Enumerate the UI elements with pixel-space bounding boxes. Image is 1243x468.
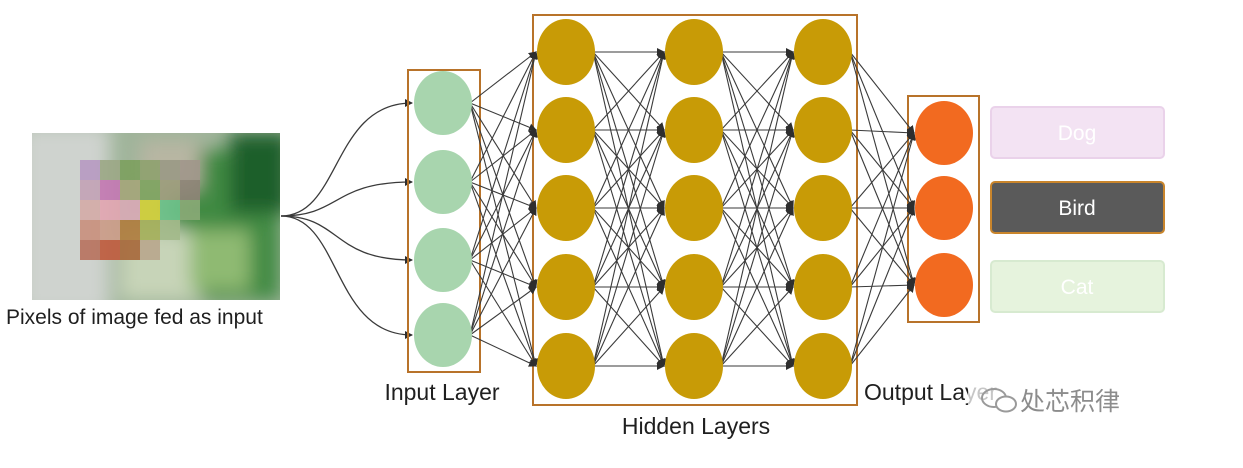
connection-edge <box>469 259 537 367</box>
class-box-bird <box>990 181 1165 234</box>
connection-edge <box>849 207 915 286</box>
connection-edge <box>592 51 665 209</box>
connection-edge <box>592 51 665 131</box>
input-arrow <box>280 215 413 339</box>
class-box-cat <box>990 260 1165 313</box>
connection-edge <box>592 207 665 367</box>
input-node <box>414 228 472 292</box>
input-node <box>414 71 472 135</box>
connection-edge <box>849 132 916 288</box>
connection-edge <box>469 334 537 367</box>
connection-edge <box>849 51 915 134</box>
output-node <box>915 176 973 240</box>
connection-edge <box>720 51 794 209</box>
class-label-dog: Dog <box>1058 122 1097 145</box>
hidden-node <box>794 97 852 163</box>
wechat-icon <box>981 388 1017 413</box>
connection-edge <box>720 207 794 367</box>
hidden-node <box>665 254 723 320</box>
connection-edge <box>720 286 794 367</box>
connection-edge <box>849 129 915 209</box>
connection-edge <box>720 51 796 367</box>
hidden-node <box>665 175 723 241</box>
hidden-node <box>537 175 595 241</box>
input-arrow <box>280 99 413 217</box>
hidden-node <box>537 254 595 320</box>
connection-edge <box>592 51 666 288</box>
watermark: 处芯积律 <box>968 378 1148 418</box>
connection-edge <box>720 51 795 288</box>
connection-edge <box>720 51 794 131</box>
class-label-cat: Cat <box>1061 276 1094 299</box>
connection-edge <box>469 51 539 336</box>
connection-edge <box>469 207 537 336</box>
output-node <box>915 101 973 165</box>
class-box-dog <box>990 106 1165 159</box>
input-arrow <box>280 215 413 264</box>
hidden-node <box>794 333 852 399</box>
hidden-node <box>665 97 723 163</box>
hidden-node <box>794 175 852 241</box>
input-arrow <box>280 178 413 217</box>
connection-edge <box>849 128 915 137</box>
connection-edge <box>592 51 667 367</box>
output-node <box>915 253 973 317</box>
connection-edge <box>592 129 666 367</box>
connection-edge <box>469 51 537 183</box>
hidden-node <box>665 333 723 399</box>
connection-edge <box>469 129 538 336</box>
hidden-node <box>794 254 852 320</box>
watermark-text: 处芯积律 <box>1020 388 1120 416</box>
hidden-layers-label: Hidden Layers <box>622 413 770 439</box>
network-nodes <box>414 19 973 399</box>
connection-edge <box>849 132 917 367</box>
connection-edge <box>469 51 537 104</box>
class-label-bird: Bird <box>1058 197 1095 220</box>
hidden-node <box>537 97 595 163</box>
input-fan-arrows <box>280 99 413 339</box>
hidden-node <box>665 19 723 85</box>
input-layer-frame <box>407 69 481 373</box>
input-image <box>32 133 280 300</box>
connection-edge <box>469 51 538 261</box>
connection-edge <box>849 132 915 209</box>
input-node <box>414 303 472 367</box>
connection-edge <box>720 129 795 367</box>
pixel-blocks <box>80 160 200 260</box>
connection-edge <box>469 286 537 336</box>
connection-edge <box>849 51 916 209</box>
input-node <box>414 150 472 214</box>
connection-edge <box>592 286 665 367</box>
input-layer-label: Input Layer <box>384 379 499 405</box>
network-connections <box>469 48 917 370</box>
hidden-node <box>537 19 595 85</box>
connection-edge <box>849 284 915 367</box>
connection-edge <box>469 259 537 289</box>
connection-edge <box>849 207 916 367</box>
hidden-node <box>794 19 852 85</box>
image-caption: Pixels of image fed as input <box>6 306 263 329</box>
hidden-node <box>537 333 595 399</box>
